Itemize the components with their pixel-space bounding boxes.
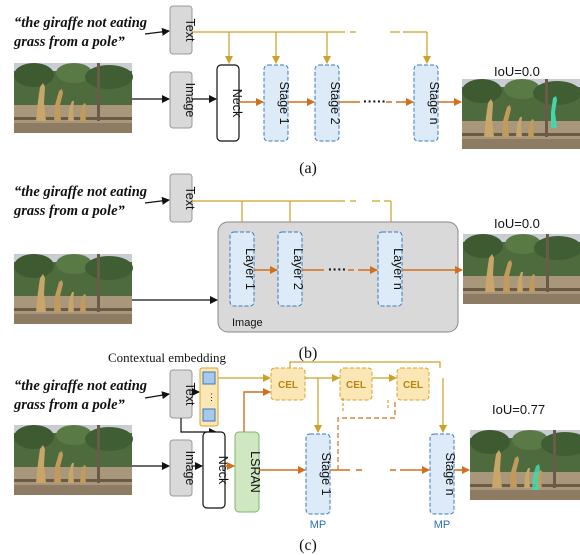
caption-c: (c) [299,537,317,554]
layer1-box [229,231,255,307]
stage2-box [314,64,340,142]
text-encoder-label: Text [183,187,197,210]
mp-label-stagen: MP [434,519,451,531]
cel1-label: CEL [278,380,298,391]
neck-box [216,64,240,142]
text-input-arrow [144,196,170,205]
text-input-arrow [144,391,170,400]
input-image [14,63,133,133]
cel2-label: CEL [346,380,366,391]
cel2-box [339,367,373,401]
image-container-label: Image [232,317,263,329]
image-encoder-label: Image [183,83,197,118]
query-text-line2: grass from a pole” [13,203,126,219]
layer2-box [277,231,303,307]
stage1-box [263,64,289,142]
embedding-token [202,408,216,422]
text-encoder-box [169,5,193,55]
query-text-line1: “the giraffe not eating [14,184,147,200]
embedding-token [202,371,216,385]
cel3-box [396,367,430,401]
layern-box [377,231,403,307]
layer2-label: Layer 2 [291,248,305,290]
query-text-line1: “the giraffe not eating [14,15,147,31]
caption-a: (a) [299,160,317,177]
neck-box [202,431,226,509]
stage2-label: Stage 2 [328,81,342,124]
stage1-label: Stage 1 [277,81,291,124]
caption-b: (b) [299,345,318,362]
cel1-box [270,367,306,401]
lsran-label: LSRAN [248,451,262,493]
stagen-label: Stage n [443,452,457,495]
prediction-mask [551,96,557,128]
cel-dashed-links [342,398,389,412]
text-encoder-box [169,173,193,223]
iou-score: IoU=0.0 [494,64,540,79]
mp-label-stage1: MP [310,519,327,531]
input-image [14,425,133,495]
stage1-feedback-line [337,400,396,470]
prediction-mask [532,464,540,490]
input-image [14,254,133,324]
stagen-box [429,433,455,515]
ellipsis-dots-icon: ···· [328,261,347,277]
lsran-box [234,431,260,513]
iou-score: IoU=0.0 [494,216,540,231]
panel-a: “the giraffe not eating grass from a pol… [13,5,580,177]
embedding-top-line [289,361,441,370]
neck-label: Neck [230,89,244,118]
embedding-dots-icon: ⋮ [207,392,216,402]
text-input-arrow [144,27,170,36]
panel-c: Contextual embedding “the giraffe not ea… [13,350,580,554]
neck-label: Neck [216,456,230,485]
text-encoder-label: Text [183,19,197,42]
layer1-label: Layer 1 [243,248,257,290]
stagen-label: Stage n [427,81,441,124]
text-encoder-label: Text [183,383,197,406]
lsran-to-cel-arrow [243,388,271,432]
layern-label: Layer n [391,248,405,290]
text-to-neck-arrow [180,418,217,436]
iou-score: IoU=0.77 [492,402,545,417]
ellipsis-dots-icon: ····· [363,93,386,109]
stagen-box [413,64,439,142]
cel3-label: CEL [403,380,423,391]
stage1-label: Stage 1 [319,452,333,495]
output-image [470,430,580,500]
image-encoder-box [169,439,193,497]
query-text-line2: grass from a pole” [13,397,126,413]
query-text-line1: “the giraffe not eating [14,378,147,394]
image-encoder-label: Image [183,451,197,486]
stage1-box [305,433,331,515]
panel-b: “the giraffe not eating grass from a pol… [13,173,580,362]
contextual-embedding-label: Contextual embedding [108,350,227,365]
query-text-line2: grass from a pole” [13,34,126,50]
output-image [462,79,580,149]
output-image [463,234,580,304]
image-encoder-box [169,71,193,129]
